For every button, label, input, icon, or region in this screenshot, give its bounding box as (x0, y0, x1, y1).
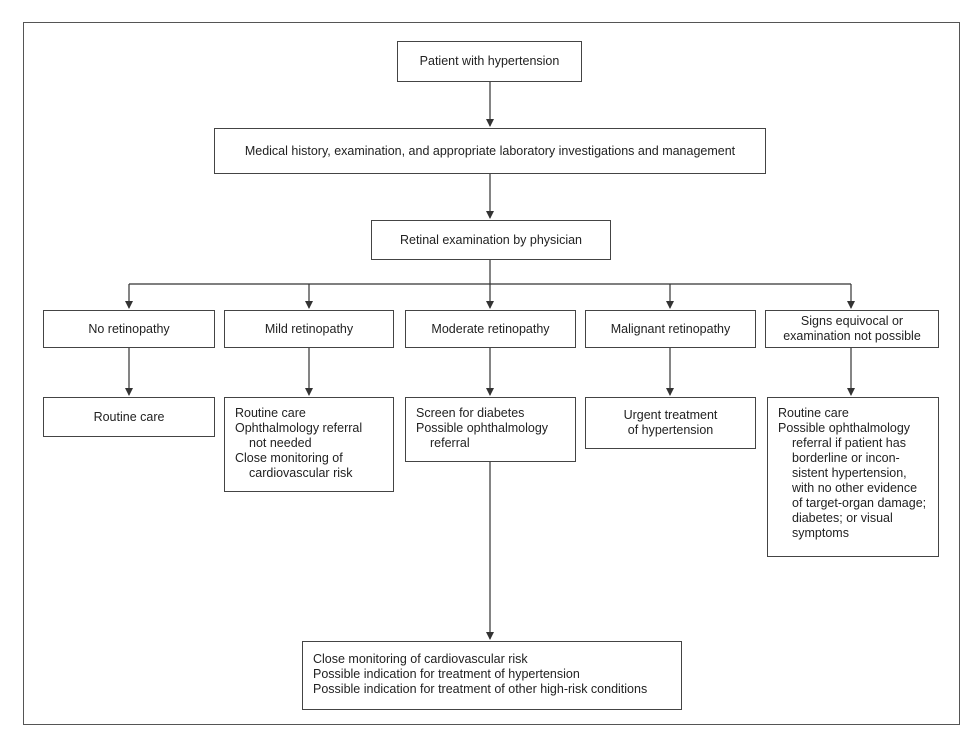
action-line: diabetes; or visual (792, 511, 893, 525)
action-moderate-retinopathy: Screen for diabetes Possible ophthalmolo… (405, 397, 576, 462)
category-mild-retinopathy: Mild retinopathy (224, 310, 394, 348)
followup-line: Possible indication for treatment of oth… (313, 682, 648, 696)
category-label-line: No retinopathy (88, 321, 170, 336)
root-node: Patient with hypertension (397, 41, 582, 82)
category-moderate-retinopathy: Moderate retinopathy (405, 310, 576, 348)
action-no-retinopathy: Routine care (43, 397, 215, 437)
action-line: Urgent treatment (623, 408, 718, 422)
action-line: symptoms (792, 526, 849, 540)
category-label-line: examination not possible (783, 329, 921, 343)
action-line: Ophthalmology referral (235, 421, 363, 435)
action-line: sistent hypertension, (792, 466, 907, 480)
history-node: Medical history, examination, and approp… (214, 128, 766, 174)
action-line: cardiovascular risk (249, 466, 353, 480)
action-line: Possible ophthalmology (416, 421, 549, 435)
action-line: Routine care (93, 409, 165, 424)
category-label-line: Moderate retinopathy (431, 321, 550, 336)
action-equivocal: Routine care Possible ophthalmology refe… (767, 397, 939, 557)
category-malignant-retinopathy: Malignant retinopathy (585, 310, 756, 348)
action-line: of hypertension (627, 423, 714, 437)
root-node-label: Patient with hypertension (419, 54, 560, 68)
followup-line: Possible indication for treatment of hyp… (313, 667, 580, 681)
category-no-retinopathy: No retinopathy (43, 310, 215, 348)
action-line: Close monitoring of (235, 451, 343, 465)
action-line: Routine care (778, 406, 849, 420)
diagram-frame (23, 22, 960, 725)
followup-node: Close monitoring of cardiovascular risk … (302, 641, 682, 710)
action-line: Screen for diabetes (416, 406, 525, 420)
action-line: Possible ophthalmology (778, 421, 911, 435)
history-node-label: Medical history, examination, and approp… (244, 143, 736, 158)
action-line: referral if patient has (792, 436, 906, 450)
action-line: of target-organ damage; (792, 496, 927, 510)
action-mild-retinopathy: Routine care Ophthalmology referral not … (224, 397, 394, 492)
followup-line: Close monitoring of cardiovascular risk (313, 652, 528, 666)
category-label-line: Malignant retinopathy (610, 321, 731, 336)
action-malignant-retinopathy: Urgent treatment of hypertension (585, 397, 756, 449)
action-line: borderline or incon- (792, 451, 900, 465)
category-label-line: Mild retinopathy (264, 321, 354, 336)
action-line: not needed (249, 436, 312, 450)
exam-node: Retinal examination by physician (371, 220, 611, 260)
action-line: referral (430, 436, 470, 450)
category-label-line: Signs equivocal or (800, 314, 904, 328)
exam-node-label: Retinal examination by physician (399, 232, 583, 247)
action-line: with no other evidence (792, 481, 918, 495)
category-equivocal: Signs equivocal or examination not possi… (765, 310, 939, 348)
action-line: Routine care (235, 406, 306, 420)
